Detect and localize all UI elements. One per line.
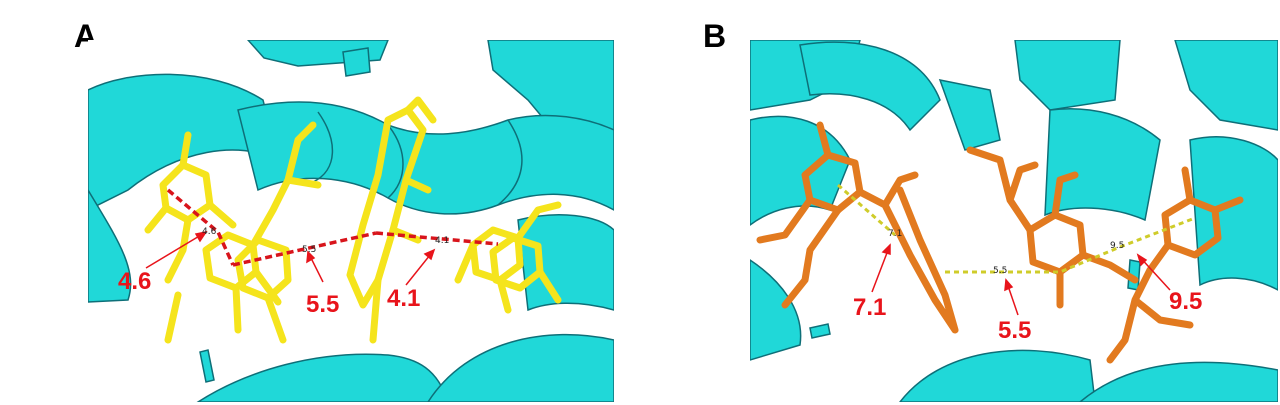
helix-ribbon — [342, 47, 371, 77]
ligand-ring — [469, 226, 524, 284]
distance-line — [166, 188, 235, 266]
distance-line — [1119, 216, 1196, 249]
distance-line — [232, 231, 377, 267]
annotation-arrows-b — [871, 243, 1171, 316]
helix-ribbon — [1044, 108, 1161, 222]
protein-helices-a — [88, 40, 614, 402]
helix-ribbon — [196, 353, 449, 402]
helix-stick — [199, 349, 215, 383]
distance-label: 5.5 — [306, 291, 340, 318]
helix-ribbon — [938, 79, 1001, 151]
molecular-render-a — [88, 40, 614, 402]
helix-ribbon — [1189, 136, 1278, 291]
helix-ribbon — [1174, 40, 1278, 131]
ligand-ring — [1026, 211, 1087, 276]
ligand-bonds — [369, 96, 437, 344]
helix-ribbon — [799, 41, 941, 132]
ligand-bonds — [454, 201, 562, 314]
helix-stick — [809, 323, 831, 339]
arrow-head — [306, 250, 316, 264]
distance-mini-label: 4.6 — [202, 227, 217, 237]
distance-mini-label: 4.1 — [435, 236, 450, 246]
molecular-render-b — [750, 40, 1278, 402]
distance-line — [837, 183, 896, 237]
helix-ribbon — [517, 214, 614, 312]
structure-panel-b: 7.1 5.5 9.5 7.1 5.5 9.5 — [750, 40, 1278, 402]
distance-label: 9.5 — [1169, 288, 1203, 315]
ligand-bonds — [966, 146, 1139, 309]
distance-label: 4.6 — [118, 268, 152, 295]
distance-label: 5.5 — [998, 317, 1032, 344]
arrow-head — [423, 248, 436, 261]
helix-coil-edge — [312, 111, 334, 183]
arrow-head — [1004, 278, 1014, 292]
helix-coil-edge — [387, 124, 404, 199]
ligand-ring — [234, 236, 292, 302]
helix-ribbon — [1014, 40, 1121, 111]
arrow-head — [194, 230, 208, 243]
distance-line — [375, 231, 499, 246]
ligand-sticks-b — [756, 121, 1244, 364]
helix-ribbon — [88, 188, 132, 303]
ligand-sticks-a — [144, 96, 562, 344]
distance-mini-label: 7.1 — [888, 229, 903, 239]
distance-label: 7.1 — [853, 294, 887, 321]
distance-mini-label: 9.5 — [1110, 241, 1125, 251]
helix-ribbon — [899, 349, 1096, 402]
annotation-arrows-a — [145, 230, 436, 286]
panel-letter-b: B — [703, 18, 727, 54]
helix-ribbon — [427, 333, 614, 402]
distance-line — [945, 245, 1121, 274]
structure-panel-a: 4.6 5.5 4.1 4.6 5.5 4.1 — [88, 40, 614, 402]
distance-mini-label: 5.5 — [302, 245, 317, 255]
distance-lines-a — [166, 188, 499, 267]
arrow-head — [1136, 253, 1148, 267]
ligand-bonds — [756, 121, 959, 334]
distance-lines-b — [837, 183, 1196, 274]
arrow-line — [145, 231, 207, 269]
distance-mini-label: 5.5 — [993, 266, 1008, 276]
arrow-head — [881, 243, 891, 255]
ligand-bonds — [1106, 166, 1244, 364]
helix-ribbon — [750, 259, 802, 361]
helix-ribbon — [1078, 361, 1278, 402]
helix-coil-edge — [497, 119, 523, 206]
distance-label: 4.1 — [387, 285, 421, 312]
ligand-bonds — [144, 121, 322, 344]
